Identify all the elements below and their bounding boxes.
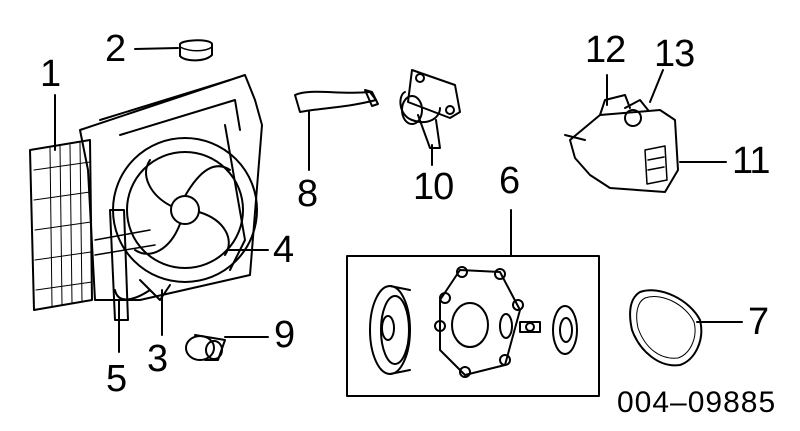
- thermostat-housing-part: [399, 69, 461, 149]
- gasket-part: [629, 289, 703, 367]
- radiator-assembly: [29, 74, 263, 321]
- callout-3: 3: [147, 338, 168, 380]
- upper-hose-part: [294, 89, 379, 113]
- water-pump-box: [346, 255, 600, 397]
- callout-13: 13: [654, 33, 695, 75]
- callout-1: 1: [40, 53, 61, 95]
- coolant-reservoir-part: [564, 94, 679, 193]
- callout-8: 8: [297, 173, 318, 215]
- callout-11: 11: [732, 140, 770, 182]
- callout-4: 4: [273, 229, 294, 271]
- fitting-part: [185, 334, 226, 361]
- radiator-cap-part: [178, 39, 213, 62]
- callout-6: 6: [499, 160, 520, 202]
- callout-7: 7: [748, 301, 769, 343]
- callout-5: 5: [106, 358, 127, 400]
- callout-9: 9: [274, 314, 295, 356]
- callout-12: 12: [585, 29, 626, 71]
- callout-2: 2: [105, 28, 126, 70]
- callout-10: 10: [413, 166, 454, 208]
- leader-lines: [54, 47, 743, 353]
- figure-code: 004–09885: [617, 386, 777, 419]
